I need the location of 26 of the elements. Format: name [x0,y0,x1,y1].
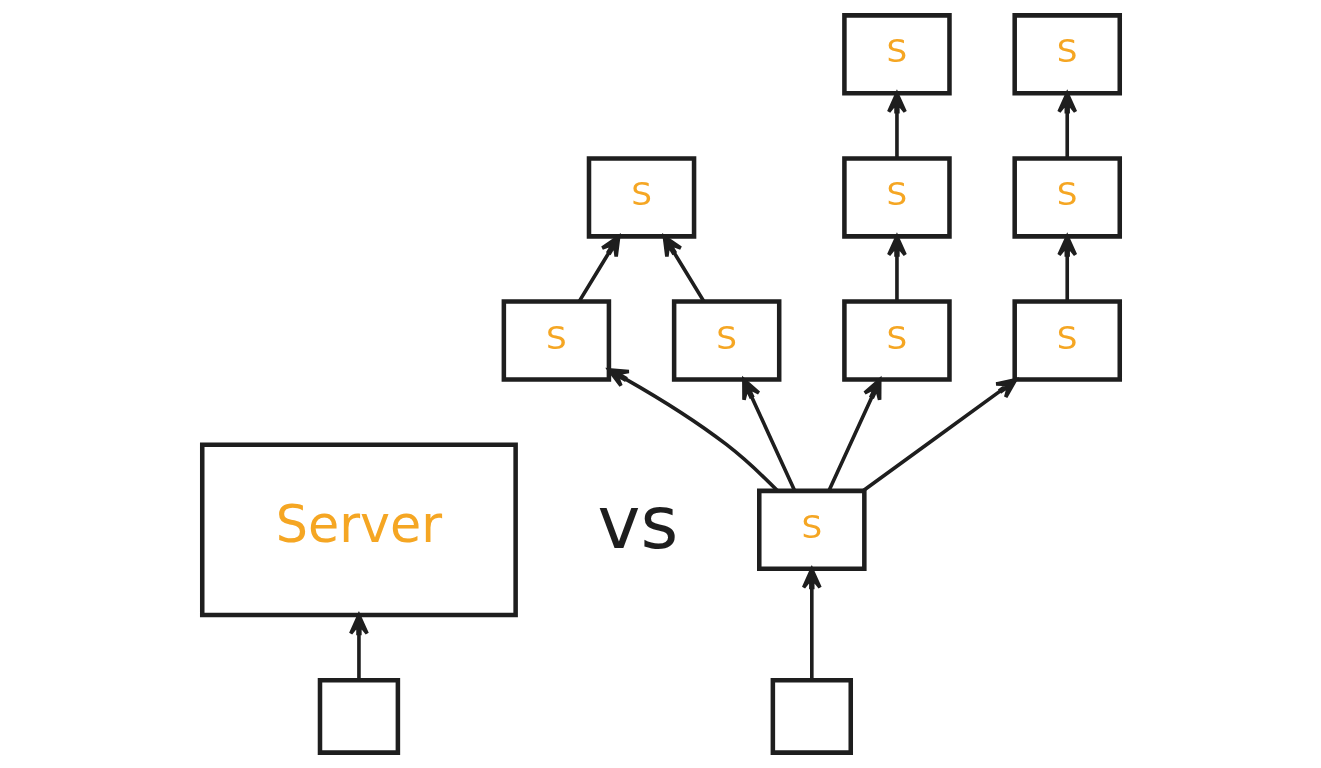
node-box: S [1011,156,1122,239]
node-box: S [1011,299,1122,382]
arrow [886,234,907,302]
node-box [317,677,400,755]
arrow [606,368,778,492]
node-box [770,677,853,755]
node-box: S [841,299,952,382]
node-box: S [671,299,781,382]
arrow [801,567,822,680]
arrow [1056,91,1077,159]
arrow [826,378,882,492]
arrow [886,91,907,159]
node-box: S [841,13,952,96]
node-box: S [501,299,611,382]
node-box: S [841,156,952,239]
arrow [662,234,705,303]
node-box: S [586,156,696,239]
arrow [577,234,620,303]
arrow [1056,234,1077,302]
node-box: S [756,488,867,572]
node-box: S [1011,13,1122,96]
label: vs [597,480,678,565]
arrow [348,613,369,680]
arrow [741,378,796,492]
node-box: Server [199,442,518,618]
arrow [861,378,1017,492]
